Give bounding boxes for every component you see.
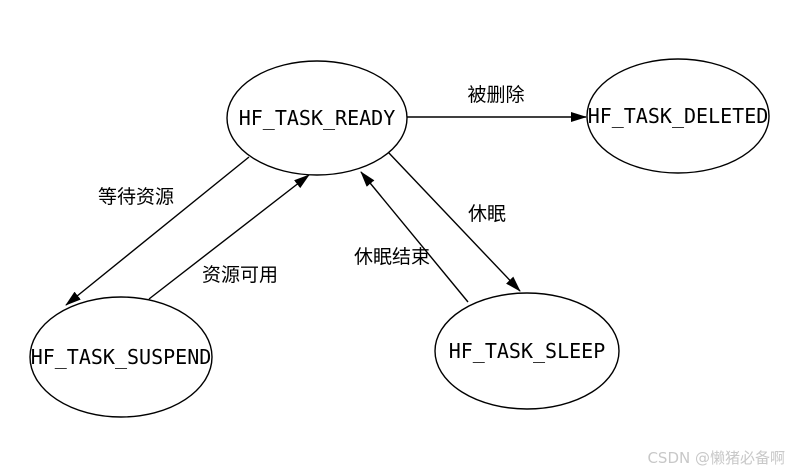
edge-suspend-to-ready: 资源可用: [148, 174, 310, 300]
edge-label-wait-resource: 等待资源: [98, 186, 174, 208]
state-node-deleted: HF_TASK_DELETED: [586, 58, 770, 174]
edge-line-ready-suspend: [65, 156, 250, 306]
state-label-suspend: HF_TASK_SUSPEND: [31, 345, 212, 369]
state-ellipse-ready: [226, 60, 408, 176]
edge-label-deleted: 被删除: [467, 84, 524, 106]
state-ellipse-sleep: [434, 292, 620, 410]
edge-ready-to-deleted: 被删除: [407, 84, 587, 122]
edge-label-sleep-end: 休眠结束: [354, 246, 430, 268]
edge-label-sleep: 休眠: [468, 203, 506, 225]
edge-ready-to-suspend: 等待资源: [65, 156, 250, 306]
state-node-ready: HF_TASK_READY: [226, 60, 408, 176]
state-node-sleep: HF_TASK_SLEEP: [434, 292, 620, 410]
edge-ready-to-sleep: 休眠: [387, 151, 521, 292]
state-node-suspend: HF_TASK_SUSPEND: [29, 296, 213, 418]
edge-line-suspend-ready: [148, 174, 310, 300]
edge-line-sleep-ready: [360, 171, 469, 303]
state-ellipse-deleted: [586, 58, 770, 174]
state-ellipse-suspend: [29, 296, 213, 418]
edge-label-resource-available: 资源可用: [202, 264, 278, 286]
state-label-ready: HF_TASK_READY: [239, 106, 396, 130]
edge-sleep-to-ready: 休眠结束: [354, 171, 469, 303]
state-label-sleep: HF_TASK_SLEEP: [449, 339, 606, 363]
edge-line-ready-sleep: [387, 151, 521, 292]
watermark: CSDN @懒猪必备啊: [647, 449, 785, 467]
state-label-deleted: HF_TASK_DELETED: [588, 104, 769, 128]
